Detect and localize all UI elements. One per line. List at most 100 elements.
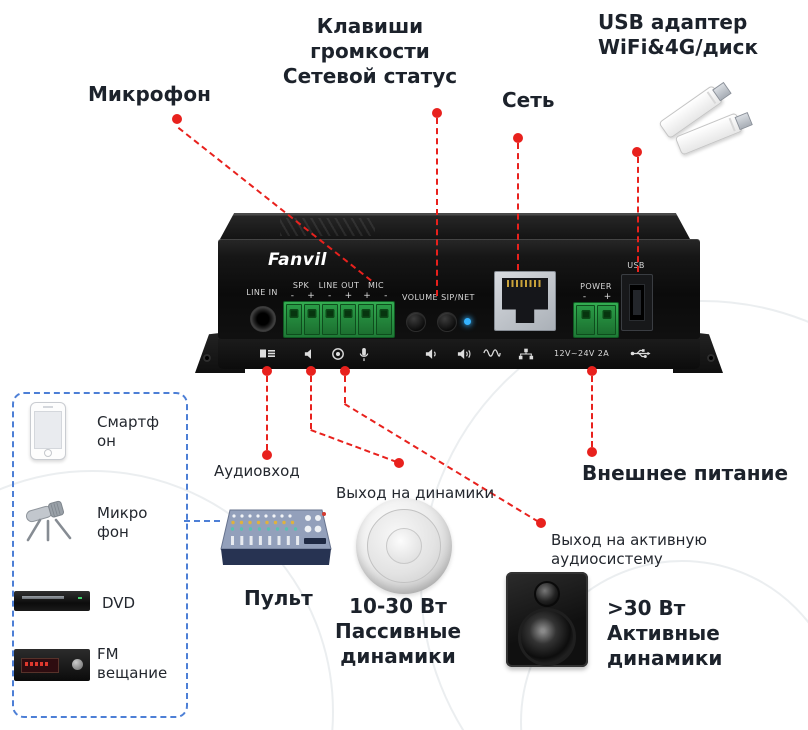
speaker-dome xyxy=(385,527,423,565)
network-icon xyxy=(518,347,534,362)
callout-line-audio-in xyxy=(266,376,268,450)
power-polarity-row: - + xyxy=(582,292,612,302)
usb-trident-icon xyxy=(630,347,651,362)
fm-knob xyxy=(72,659,83,670)
power-terminal-block xyxy=(573,302,619,338)
vent-grooves xyxy=(280,218,375,236)
dvd-player-image xyxy=(14,591,90,611)
woofer xyxy=(518,608,576,666)
phone-home-button xyxy=(44,449,52,457)
callout-dot-volume-status xyxy=(432,108,442,118)
record-icon xyxy=(331,347,347,362)
fanvil-device: Fanvil LINE IN SPK LINE OUT MIC - + - + … xyxy=(195,213,723,373)
terminal-cell xyxy=(322,304,338,335)
volume-up-icon xyxy=(457,347,473,362)
callout-microphone-label: Микрофон xyxy=(88,82,211,106)
speaker-lineout-mic-terminal-block xyxy=(283,301,395,338)
line-in-jack xyxy=(250,306,276,332)
mixer-console-image xyxy=(218,505,334,577)
source-smartphone-label: Смартф он xyxy=(97,413,160,450)
callout-audio-in-label: Аудиовход xyxy=(214,462,300,480)
terminal-polarity-row: - + - + + - xyxy=(290,291,388,301)
device-icon-strip: 12V~24V 2A xyxy=(218,339,700,369)
active-speaker-image xyxy=(506,572,588,667)
mic-label: MIC xyxy=(367,281,385,290)
spk-label: SPK xyxy=(292,281,310,290)
dvd-led xyxy=(78,597,82,599)
callout-dot-audio-in-bottom xyxy=(262,450,272,460)
terminal-cell xyxy=(304,304,320,335)
callout-dot-power-bottom xyxy=(587,447,597,457)
line-in-icon xyxy=(260,347,276,362)
volume-up-button xyxy=(437,312,457,332)
passive-speaker-label: 10-30 Вт Пассивные динамики xyxy=(334,594,462,668)
audio-wave-icon xyxy=(483,347,501,362)
smartphone-image xyxy=(30,402,66,460)
usb-port-label: USB xyxy=(627,261,645,270)
terminal-cell xyxy=(286,304,302,335)
power-label: POWER xyxy=(580,282,612,291)
line-in-label: LINE IN xyxy=(246,288,278,297)
tweeter xyxy=(534,581,560,607)
callout-usb-adapter-label: USB адаптер WiFi&4G/диск xyxy=(598,10,759,59)
usb-tongue xyxy=(633,290,641,315)
speaker-icon xyxy=(304,347,320,362)
source-dvd-label: DVD xyxy=(102,594,136,612)
dvd-tray xyxy=(22,596,64,599)
volume-down-icon xyxy=(425,347,441,362)
usb-connector-tip xyxy=(711,81,732,101)
callout-line-network xyxy=(517,143,519,270)
terminal-cell xyxy=(576,305,595,335)
callout-dot-speaker-out-top xyxy=(306,366,316,376)
callout-line-active-out-v xyxy=(344,376,346,403)
callout-dot-power-top xyxy=(587,366,597,376)
ethernet-port xyxy=(494,271,556,331)
rj45-pins xyxy=(507,280,543,287)
usb-port xyxy=(621,274,653,331)
volume-down-button xyxy=(406,312,426,332)
active-speaker-label: >30 Вт Активные динамики xyxy=(607,596,723,670)
callout-network-label: Сеть xyxy=(502,88,555,112)
brand-logo: Fanvil xyxy=(268,250,327,270)
callout-active-out-label: Выход на активную аудиосистему xyxy=(551,531,707,568)
callout-line-volume-status xyxy=(436,118,438,296)
callout-dot-audio-in-top xyxy=(262,366,272,376)
callout-volume-status-label: Клавиши громкости Сетевой статус xyxy=(282,14,458,88)
sources-to-mixer-line xyxy=(184,520,220,522)
screw-hole xyxy=(707,354,715,362)
terminal-cell xyxy=(376,304,392,335)
callout-line-speaker-out-d xyxy=(310,429,398,463)
callout-external-power-label: Внешнее питание xyxy=(582,461,789,485)
callout-line-speaker-out-v xyxy=(310,376,312,429)
terminal-cell xyxy=(597,305,616,335)
callout-dot-speaker-out-end xyxy=(394,458,404,468)
volume-label: VOLUME xyxy=(402,293,438,302)
phone-screen xyxy=(34,411,62,449)
terminal-cell xyxy=(340,304,356,335)
terminal-cell xyxy=(358,304,374,335)
fm-frequency-bars xyxy=(25,662,49,666)
callout-dot-usb xyxy=(632,147,642,157)
callout-dot-network xyxy=(513,133,523,143)
callout-dot-active-out-top xyxy=(340,366,350,376)
callout-line-power xyxy=(591,376,593,447)
microphone-icon xyxy=(358,347,374,362)
phone-ear-slot xyxy=(43,406,53,408)
sip-net-led xyxy=(464,318,471,325)
fm-receiver-image xyxy=(14,649,90,681)
callout-dot-microphone xyxy=(172,114,182,124)
audio-sources-box xyxy=(12,392,188,718)
mixer-label: Пульт xyxy=(244,586,313,610)
device-front-panel: Fanvil LINE IN SPK LINE OUT MIC - + - + … xyxy=(218,239,700,339)
screw-hole xyxy=(203,354,211,362)
sip-net-label: SIP/NET xyxy=(441,293,475,302)
power-rating-label: 12V~24V 2A xyxy=(554,349,610,358)
device-top-face xyxy=(220,213,690,239)
microphone-image xyxy=(18,492,84,550)
source-microphone-label: Микро фон xyxy=(97,504,148,541)
callout-speaker-out-label: Выход на динамики xyxy=(336,484,495,502)
callout-line-usb xyxy=(637,157,639,272)
line-out-label: LINE OUT xyxy=(318,281,360,290)
callout-dot-active-out-end xyxy=(536,518,546,528)
